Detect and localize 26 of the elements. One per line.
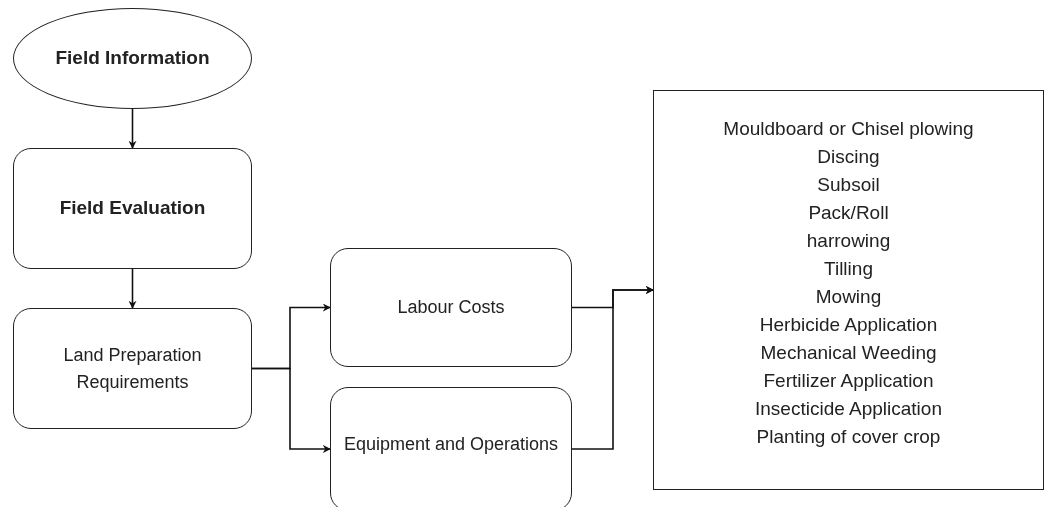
process-box [13,148,252,269]
node-label: Labour Costs [397,296,505,319]
arrow [128,108,137,149]
process-box [13,308,252,429]
list-item: Tilling [824,257,873,282]
arrow [251,367,331,453]
list-item: Discing [817,145,880,170]
node-label: Field Information [55,47,210,70]
list-item: Mowing [815,285,882,309]
list-item: Fertilizer Application [763,368,934,393]
list-item: Herbicide Application [759,312,938,337]
list-item: harrowing [806,229,891,254]
list-item: Subsoil [817,173,880,198]
process-box [330,248,572,367]
list-item: Insecticide Application [755,396,942,421]
list-item: Pack/Roll [808,201,889,226]
list-item: Mouldboard or Chisel plowing [723,117,974,142]
process-box [330,387,572,507]
node-label: Land Preparation Requirements [62,343,203,394]
arrow [571,286,654,450]
list-item: Planting of cover crop [756,424,941,449]
node-label: Field Evaluation [59,197,206,220]
list-box [653,90,1044,490]
list-item: Mechanical Weeding [760,340,937,365]
arrow [128,268,137,309]
node-label: Equipment and Operations [343,432,559,456]
